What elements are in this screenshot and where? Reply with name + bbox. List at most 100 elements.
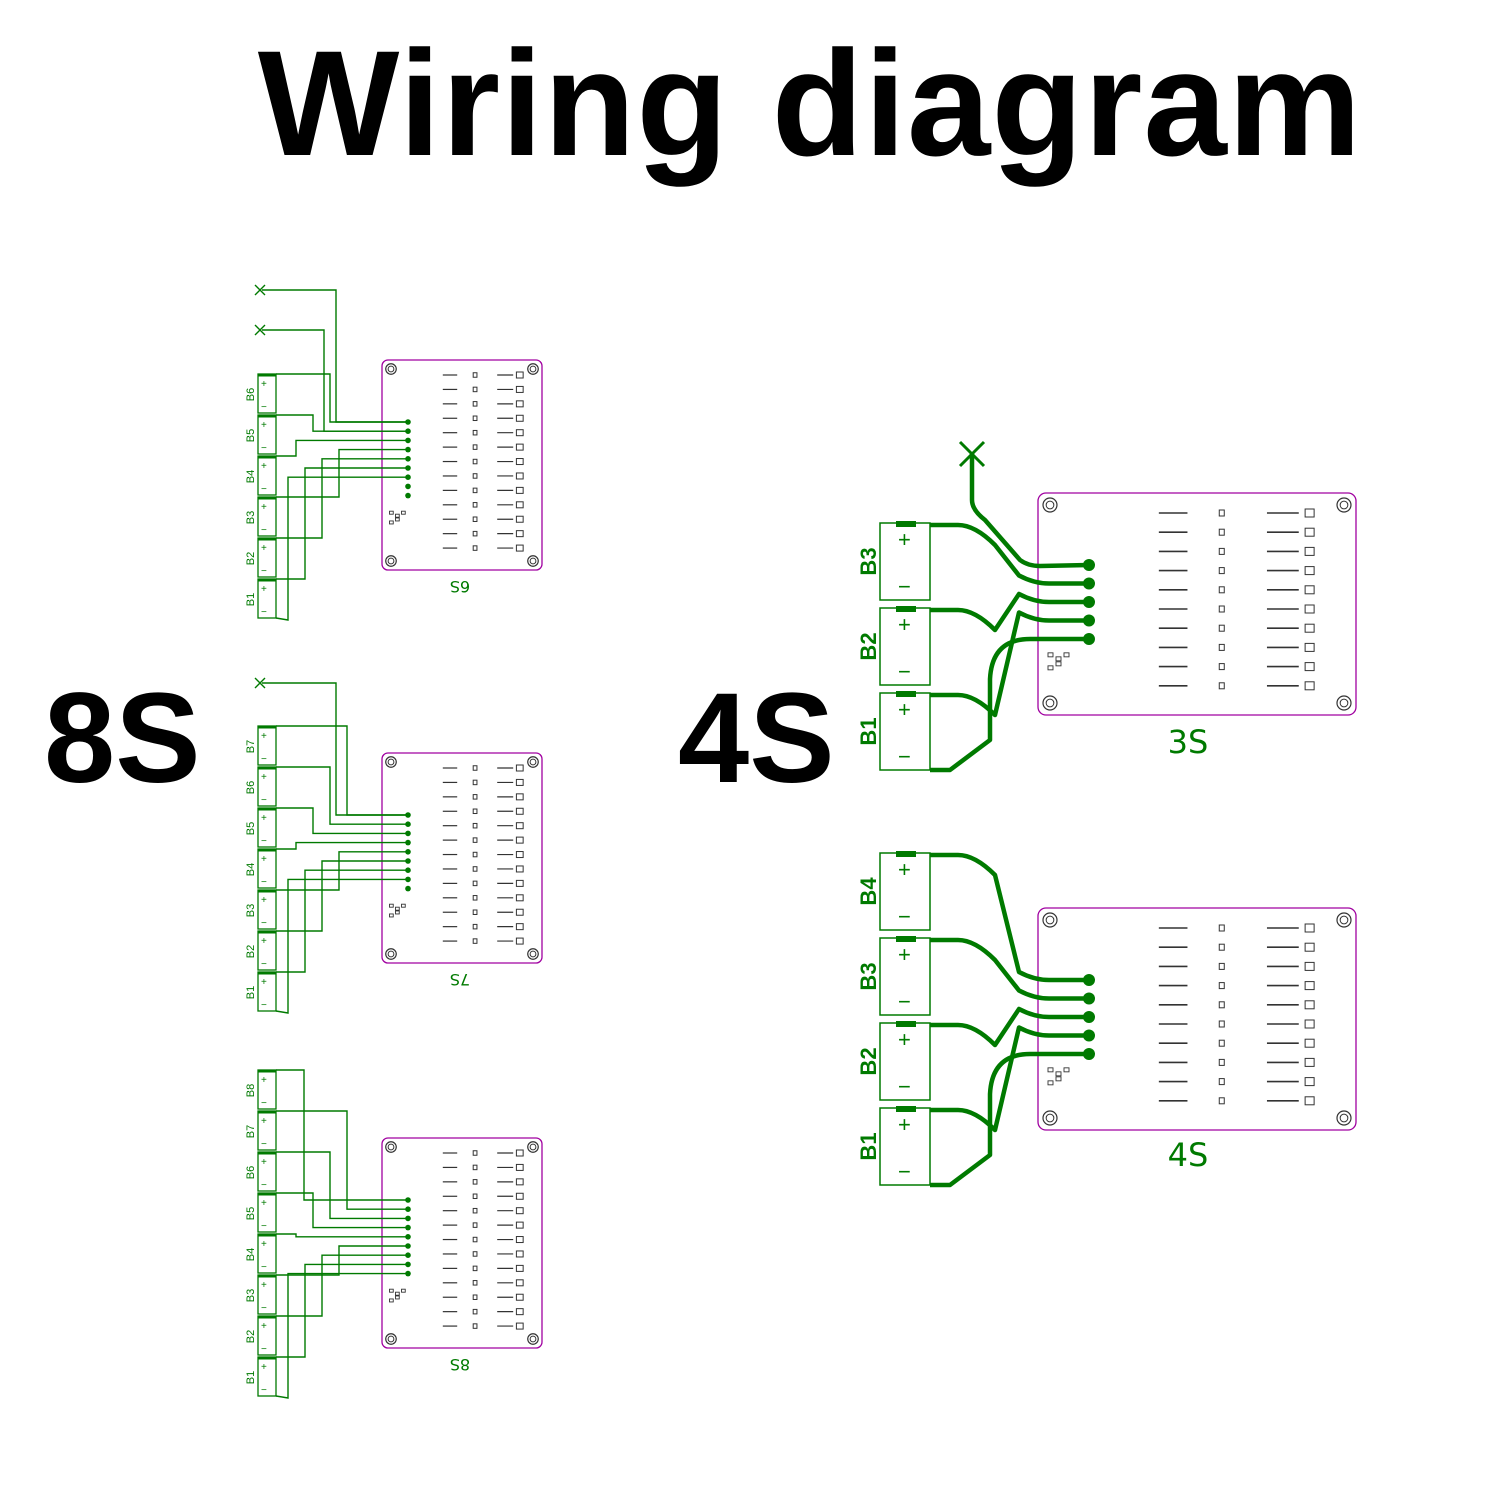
mounting-hole-inner	[529, 365, 537, 373]
pcb-component	[1304, 961, 1315, 971]
cell-minus-sign: −	[261, 1303, 267, 1314]
board-pad	[405, 483, 411, 490]
balance-wire	[930, 636, 1089, 773]
cell-label: B7	[245, 740, 257, 753]
cell-plus-sign: +	[261, 379, 267, 390]
pcb-outline	[381, 1137, 543, 1349]
pcb-component	[515, 865, 524, 873]
cell-minus-sign: −	[261, 959, 267, 970]
pcb-component	[472, 822, 478, 829]
pcb-component	[472, 1236, 478, 1243]
mounting-hole	[1042, 912, 1058, 928]
cell-minus-sign: −	[261, 1221, 267, 1232]
mounting-hole	[385, 555, 397, 567]
pcb-component	[472, 487, 478, 494]
pcb-component	[515, 822, 524, 830]
pcb-component	[472, 1150, 478, 1156]
pcb-component	[1304, 527, 1315, 537]
pcb-component	[515, 458, 524, 466]
pcb-component	[401, 510, 406, 515]
cell-label: B5	[245, 1207, 257, 1220]
pcb-component	[515, 1207, 524, 1215]
cell-label: B2	[245, 1330, 257, 1343]
pcb-component	[515, 400, 524, 408]
mounting-hole	[385, 948, 397, 960]
pcb-component	[472, 851, 478, 858]
balance-wire	[930, 852, 1089, 983]
pcb-component	[1047, 1080, 1054, 1086]
pcb-outline	[1037, 907, 1357, 1131]
pcb-component	[515, 429, 524, 437]
balance-wire	[276, 1069, 408, 1201]
cell-terminal	[896, 936, 916, 942]
board-pad	[405, 492, 411, 499]
pcb-component	[1047, 1067, 1054, 1073]
cell-plus-sign: +	[261, 1075, 267, 1086]
mounting-hole-inner	[387, 758, 395, 766]
mounting-hole	[527, 756, 539, 768]
mounting-hole	[1336, 912, 1352, 928]
cell-plus-sign: +	[261, 977, 267, 988]
pcb-component	[1218, 943, 1225, 951]
pcb-component	[472, 779, 478, 786]
pcb-component	[472, 909, 478, 915]
cell-plus-sign: +	[898, 942, 911, 967]
pcb-component	[472, 765, 478, 771]
mounting-hole	[1042, 497, 1058, 513]
mounting-hole	[1336, 695, 1352, 711]
pcb-component	[1304, 662, 1315, 672]
mounting-hole-inner	[1339, 698, 1349, 708]
balance-wire	[930, 937, 1089, 1001]
balance-wire	[276, 1263, 408, 1358]
cell-plus-sign: +	[898, 1112, 911, 1137]
pcb-component	[401, 1288, 406, 1293]
pcb-component	[472, 1294, 478, 1300]
pcb-component	[515, 1236, 524, 1244]
pcb-component	[515, 851, 524, 859]
balance-wire	[930, 1051, 1089, 1188]
mounting-hole-inner	[1045, 698, 1055, 708]
cell-plus-sign: +	[261, 936, 267, 947]
pcb-component	[1218, 605, 1225, 613]
cell-minus-sign: −	[898, 659, 911, 684]
pcb-component	[515, 807, 524, 815]
pcb-component	[1304, 566, 1315, 576]
balance-wire	[276, 869, 408, 973]
pcb-component	[515, 1322, 524, 1330]
unused-lead	[969, 452, 1090, 569]
not-connected-mark	[254, 324, 266, 336]
pcb-component	[1218, 1020, 1225, 1028]
pcb-component	[1218, 682, 1225, 690]
balance-wire	[276, 1233, 408, 1238]
cell-plus-sign: +	[261, 584, 267, 595]
pcb-component	[472, 473, 478, 479]
unused-lead	[262, 682, 408, 816]
pcb-component	[472, 429, 478, 436]
pcb-component	[472, 923, 478, 930]
mounting-hole-inner	[387, 1143, 395, 1151]
pcb-component	[389, 510, 394, 515]
pcb-component	[472, 401, 478, 407]
pcb-component	[1304, 1019, 1315, 1029]
pcb-component	[1218, 1078, 1225, 1086]
pcb-component	[515, 486, 524, 494]
cell-minus-sign: −	[261, 1262, 267, 1273]
board-name-label: 3S	[1168, 723, 1209, 761]
pcb-component	[395, 1291, 400, 1296]
pcb-component	[1063, 1067, 1070, 1073]
pcb-component	[1218, 528, 1225, 536]
mounting-hole	[385, 1333, 397, 1345]
balance-wire	[276, 1192, 408, 1229]
mounting-hole	[527, 363, 539, 375]
mounting-hole-inner	[1339, 1113, 1349, 1123]
pcb-component	[515, 836, 524, 844]
cell-minus-sign: −	[261, 877, 267, 888]
pcb-component	[515, 937, 524, 945]
cell-minus-sign: −	[898, 574, 911, 599]
mounting-hole-inner	[1045, 1113, 1055, 1123]
pcb-component	[515, 1178, 524, 1186]
pcb-component	[395, 906, 400, 911]
pcb-component	[1218, 567, 1225, 575]
pcb-component	[515, 1149, 524, 1157]
